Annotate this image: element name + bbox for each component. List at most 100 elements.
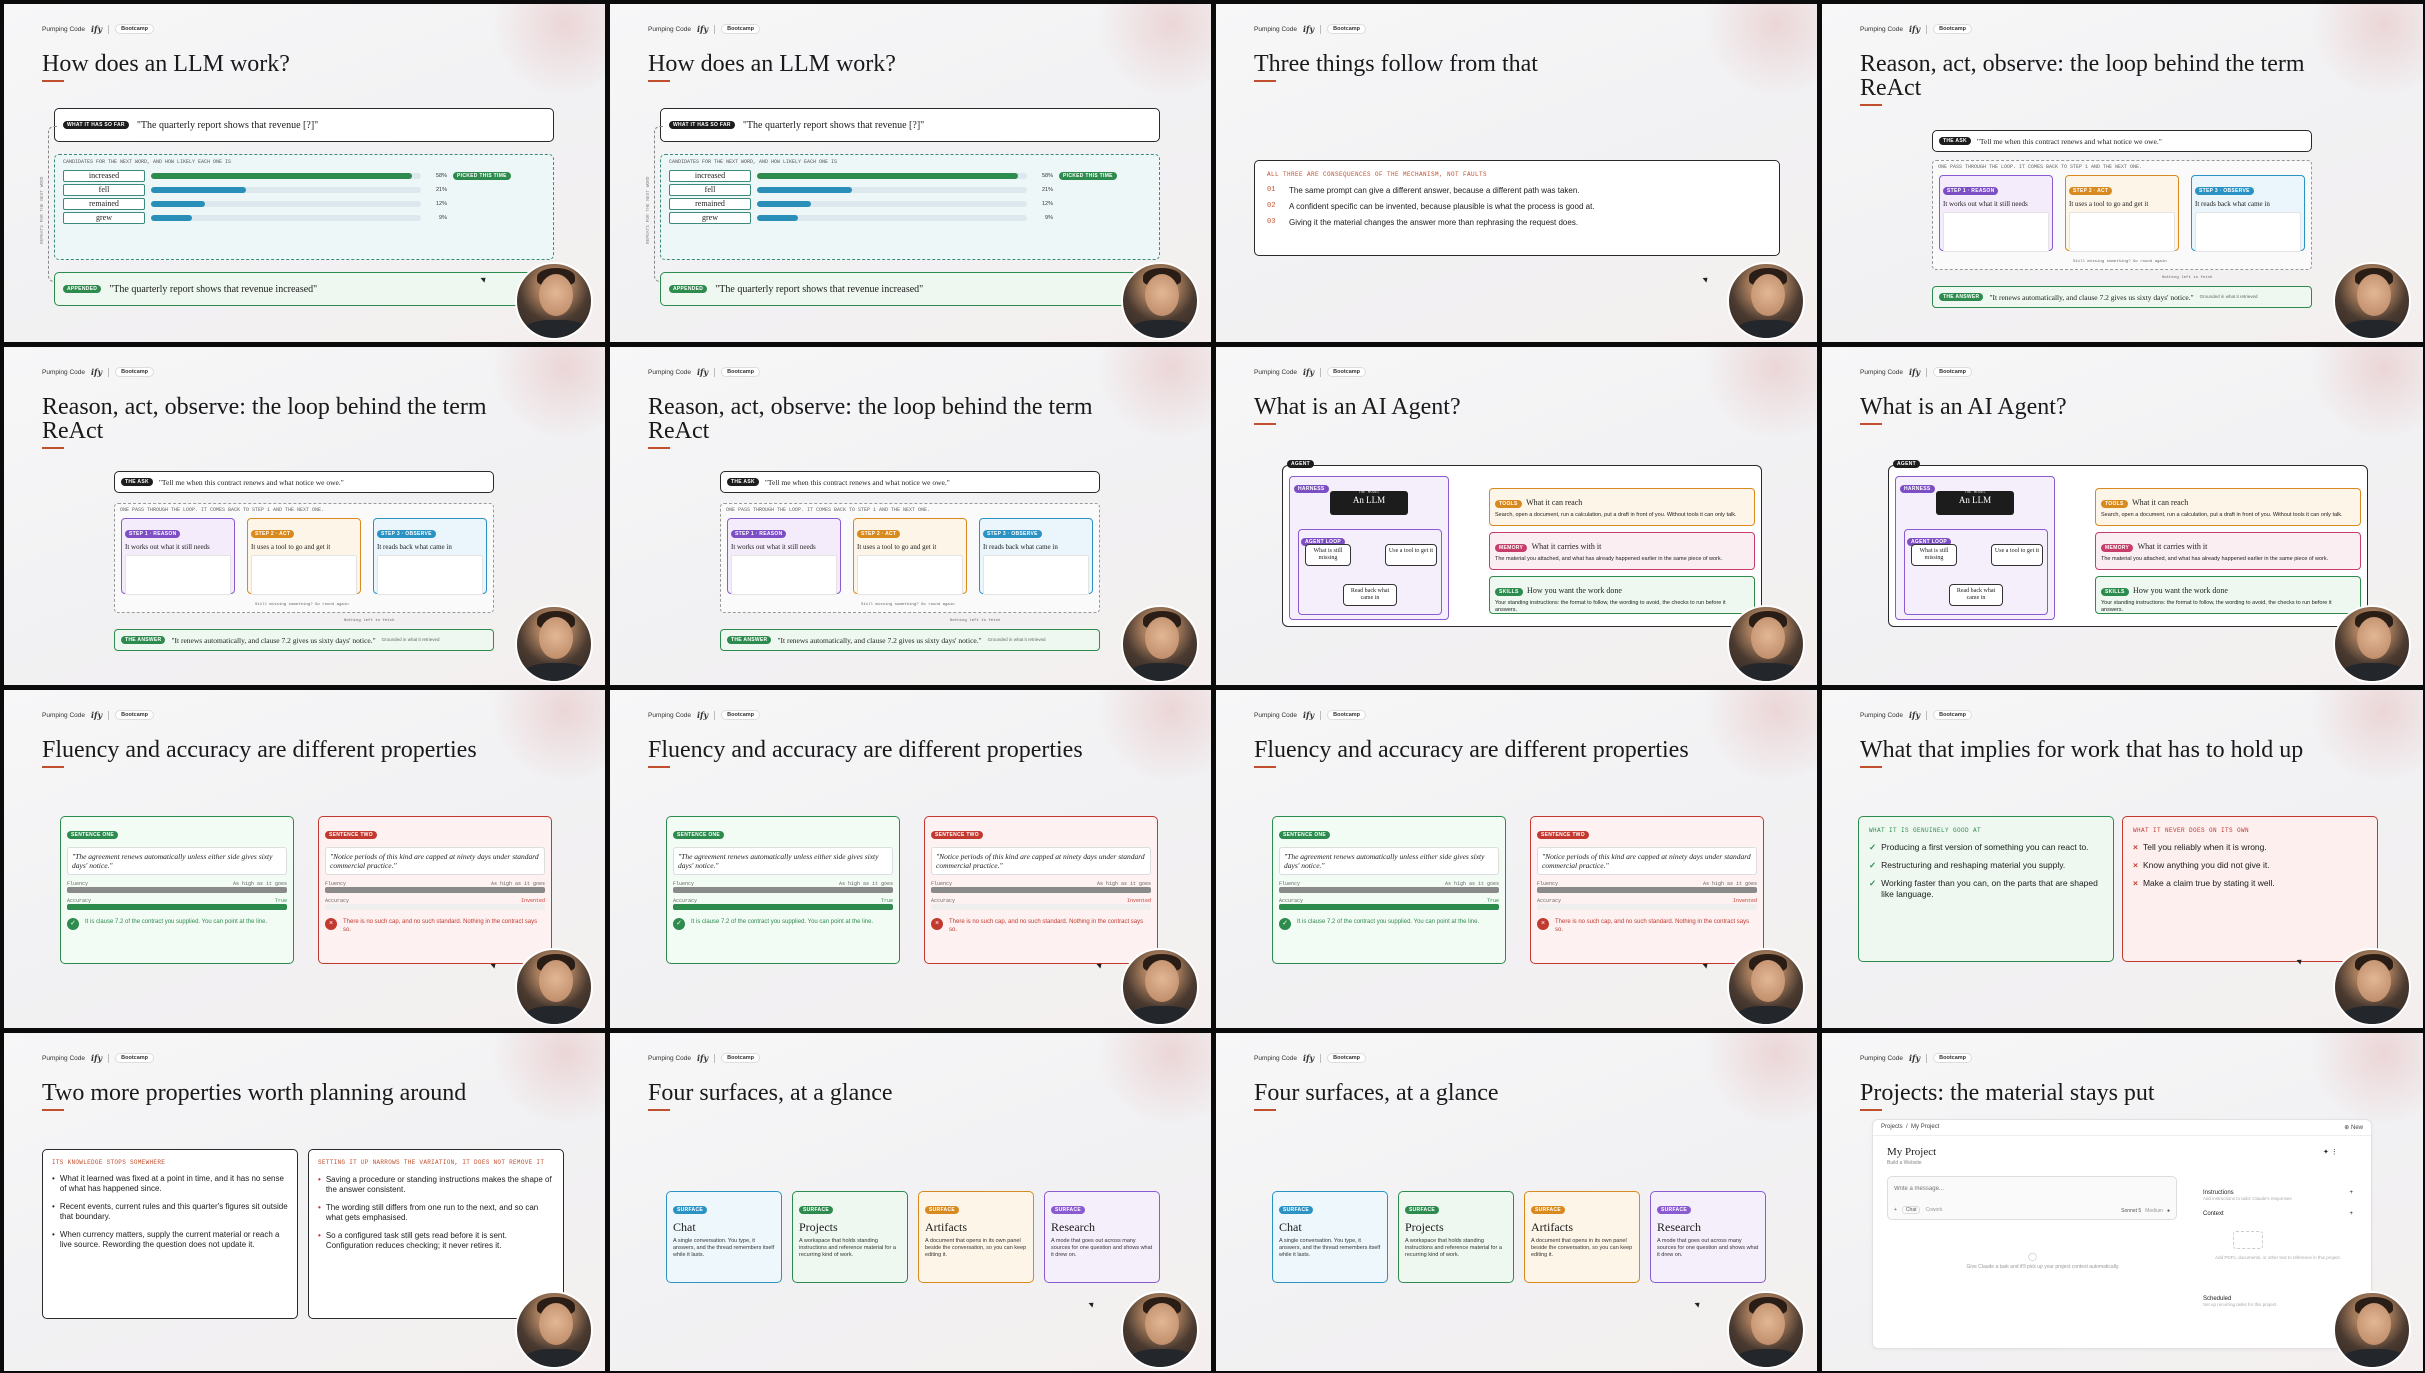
step3-card: Step 3 · ObserveIt reads back what came …	[373, 518, 487, 595]
add-icon[interactable]: +	[1894, 1207, 1897, 1213]
surface-card-research[interactable]: SurfaceResearchA mode that goes out acro…	[1650, 1191, 1766, 1283]
picked-tag: Picked this time	[1059, 172, 1117, 180]
probability-value: 21%	[1041, 187, 1053, 193]
step3-code	[377, 555, 483, 595]
variation-list: •Saving a procedure or standing instruct…	[318, 1175, 554, 1251]
ask-tag: The ask	[727, 478, 759, 486]
check-icon: ✓	[67, 918, 79, 930]
surface-card-projects[interactable]: SurfaceProjectsA workspace that holds st…	[1398, 1191, 1514, 1283]
scheduled-section[interactable]: Scheduled	[2203, 1296, 2232, 1302]
model-select[interactable]: Sonnet 5	[2121, 1208, 2142, 1214]
fluency-label: Fluency	[673, 881, 695, 887]
pin-icon[interactable]: ✦ ⋮	[2323, 1149, 2338, 1156]
page-title: Reason, act, observe: the loop behind th…	[1860, 51, 2305, 101]
step3-card: Step 3 · ObserveIt reads back what came …	[979, 518, 1093, 595]
loop-back-label: Still missing something? Go round again	[2073, 260, 2167, 264]
accuracy-value: Invented	[1126, 898, 1151, 904]
accuracy-label: Accuracy	[931, 898, 956, 904]
presenter-avatar	[1121, 605, 1199, 683]
title-underline	[1254, 423, 1276, 425]
candidate-word: grew	[63, 212, 145, 224]
cowork-toggle[interactable]: Cowork	[1925, 1207, 1943, 1213]
accuracy-value: True	[274, 898, 287, 904]
memory-text: The material you attached, and what has …	[1495, 556, 1723, 562]
surface-text: A workspace that holds standing instruct…	[799, 1238, 896, 1258]
never-list: ×Tell you reliably when it is wrong.×Kno…	[2133, 842, 2367, 889]
app-header: Projects / My Project ⊕ New	[1873, 1120, 2371, 1136]
bullet-item: •So a configured task still gets read be…	[318, 1231, 507, 1250]
context-section[interactable]: Context+	[2203, 1211, 2353, 1217]
chat-toggle[interactable]: Chat	[1901, 1206, 1921, 1214]
accuracy-bar	[325, 904, 545, 910]
cross-icon: ×	[2133, 842, 2138, 852]
step3-title: It reads back what came in	[2195, 200, 2270, 208]
presenter-avatar	[2333, 948, 2411, 1026]
mic-icon[interactable]: ●	[2166, 1208, 2170, 1214]
candidates-panel: Candidates for the next word, and how li…	[54, 154, 554, 260]
brand-pill: Bootcamp	[115, 367, 155, 377]
good-at-card: What it is genuinely good at ✓Producing …	[1858, 816, 2114, 962]
breadcrumb-projects[interactable]: Projects	[1881, 1124, 1903, 1130]
probability-bar	[151, 173, 412, 179]
surface-card-artifacts[interactable]: SurfaceArtifactsA document that opens in…	[918, 1191, 1034, 1283]
cross-icon: ×	[2133, 878, 2138, 888]
brand-pill: Bootcamp	[1933, 367, 1973, 377]
never-item: ×Tell you reliably when it is wrong.	[2133, 842, 2267, 852]
knowledge-list: •What it learned was fixed at a point in…	[52, 1174, 288, 1250]
breadcrumb-current[interactable]: My Project	[1911, 1124, 1940, 1130]
surface-card-projects[interactable]: SurfaceProjectsA workspace that holds st…	[792, 1191, 908, 1283]
step1-title: It works out what it still needs	[1943, 200, 2028, 208]
check-icon: ✓	[673, 918, 685, 930]
accuracy-bar	[931, 904, 1151, 910]
effort-select[interactable]: Medium	[2145, 1208, 2163, 1214]
message-input[interactable]	[1888, 1181, 2088, 1197]
surface-card-research[interactable]: SurfaceResearchA mode that goes out acro…	[1044, 1191, 1160, 1283]
cursor-icon	[1702, 275, 1710, 283]
accuracy-label: Accuracy	[325, 898, 350, 904]
good-heading: What it is genuinely good at	[1869, 827, 1982, 834]
step3-tag: Step 3 · Observe	[377, 530, 436, 538]
consequences-heading: All three are consequences of the mechan…	[1267, 171, 1488, 178]
bullet-item: •What it learned was fixed at a point in…	[52, 1174, 284, 1193]
accuracy-bar	[673, 904, 893, 910]
surface-card-artifacts[interactable]: SurfaceArtifactsA document that opens in…	[1524, 1191, 1640, 1283]
surface-card-chat[interactable]: SurfaceChatA single conversation. You ty…	[1272, 1191, 1388, 1283]
candidate-word: fell	[669, 184, 751, 196]
answer-box: The answer"It renews automatically, and …	[720, 629, 1100, 651]
side-label: Repeats for the next word	[646, 176, 651, 244]
presenter-avatar	[515, 262, 593, 340]
brand-pill: Bootcamp	[1327, 1053, 1367, 1063]
ask-tag: The ask	[121, 478, 153, 486]
surface-card-chat[interactable]: SurfaceChatA single conversation. You ty…	[666, 1191, 782, 1283]
step3-code	[983, 555, 1089, 595]
instructions-section[interactable]: Instructions+	[2203, 1190, 2353, 1196]
surface-name: Research	[1051, 1220, 1095, 1234]
tools-title: What it can reach	[2132, 498, 2189, 507]
new-button[interactable]: ⊕ New	[2344, 1125, 2363, 1131]
bullet-item: •The wording still differs from one run …	[318, 1203, 539, 1222]
page-title: How does an LLM work?	[42, 51, 290, 77]
